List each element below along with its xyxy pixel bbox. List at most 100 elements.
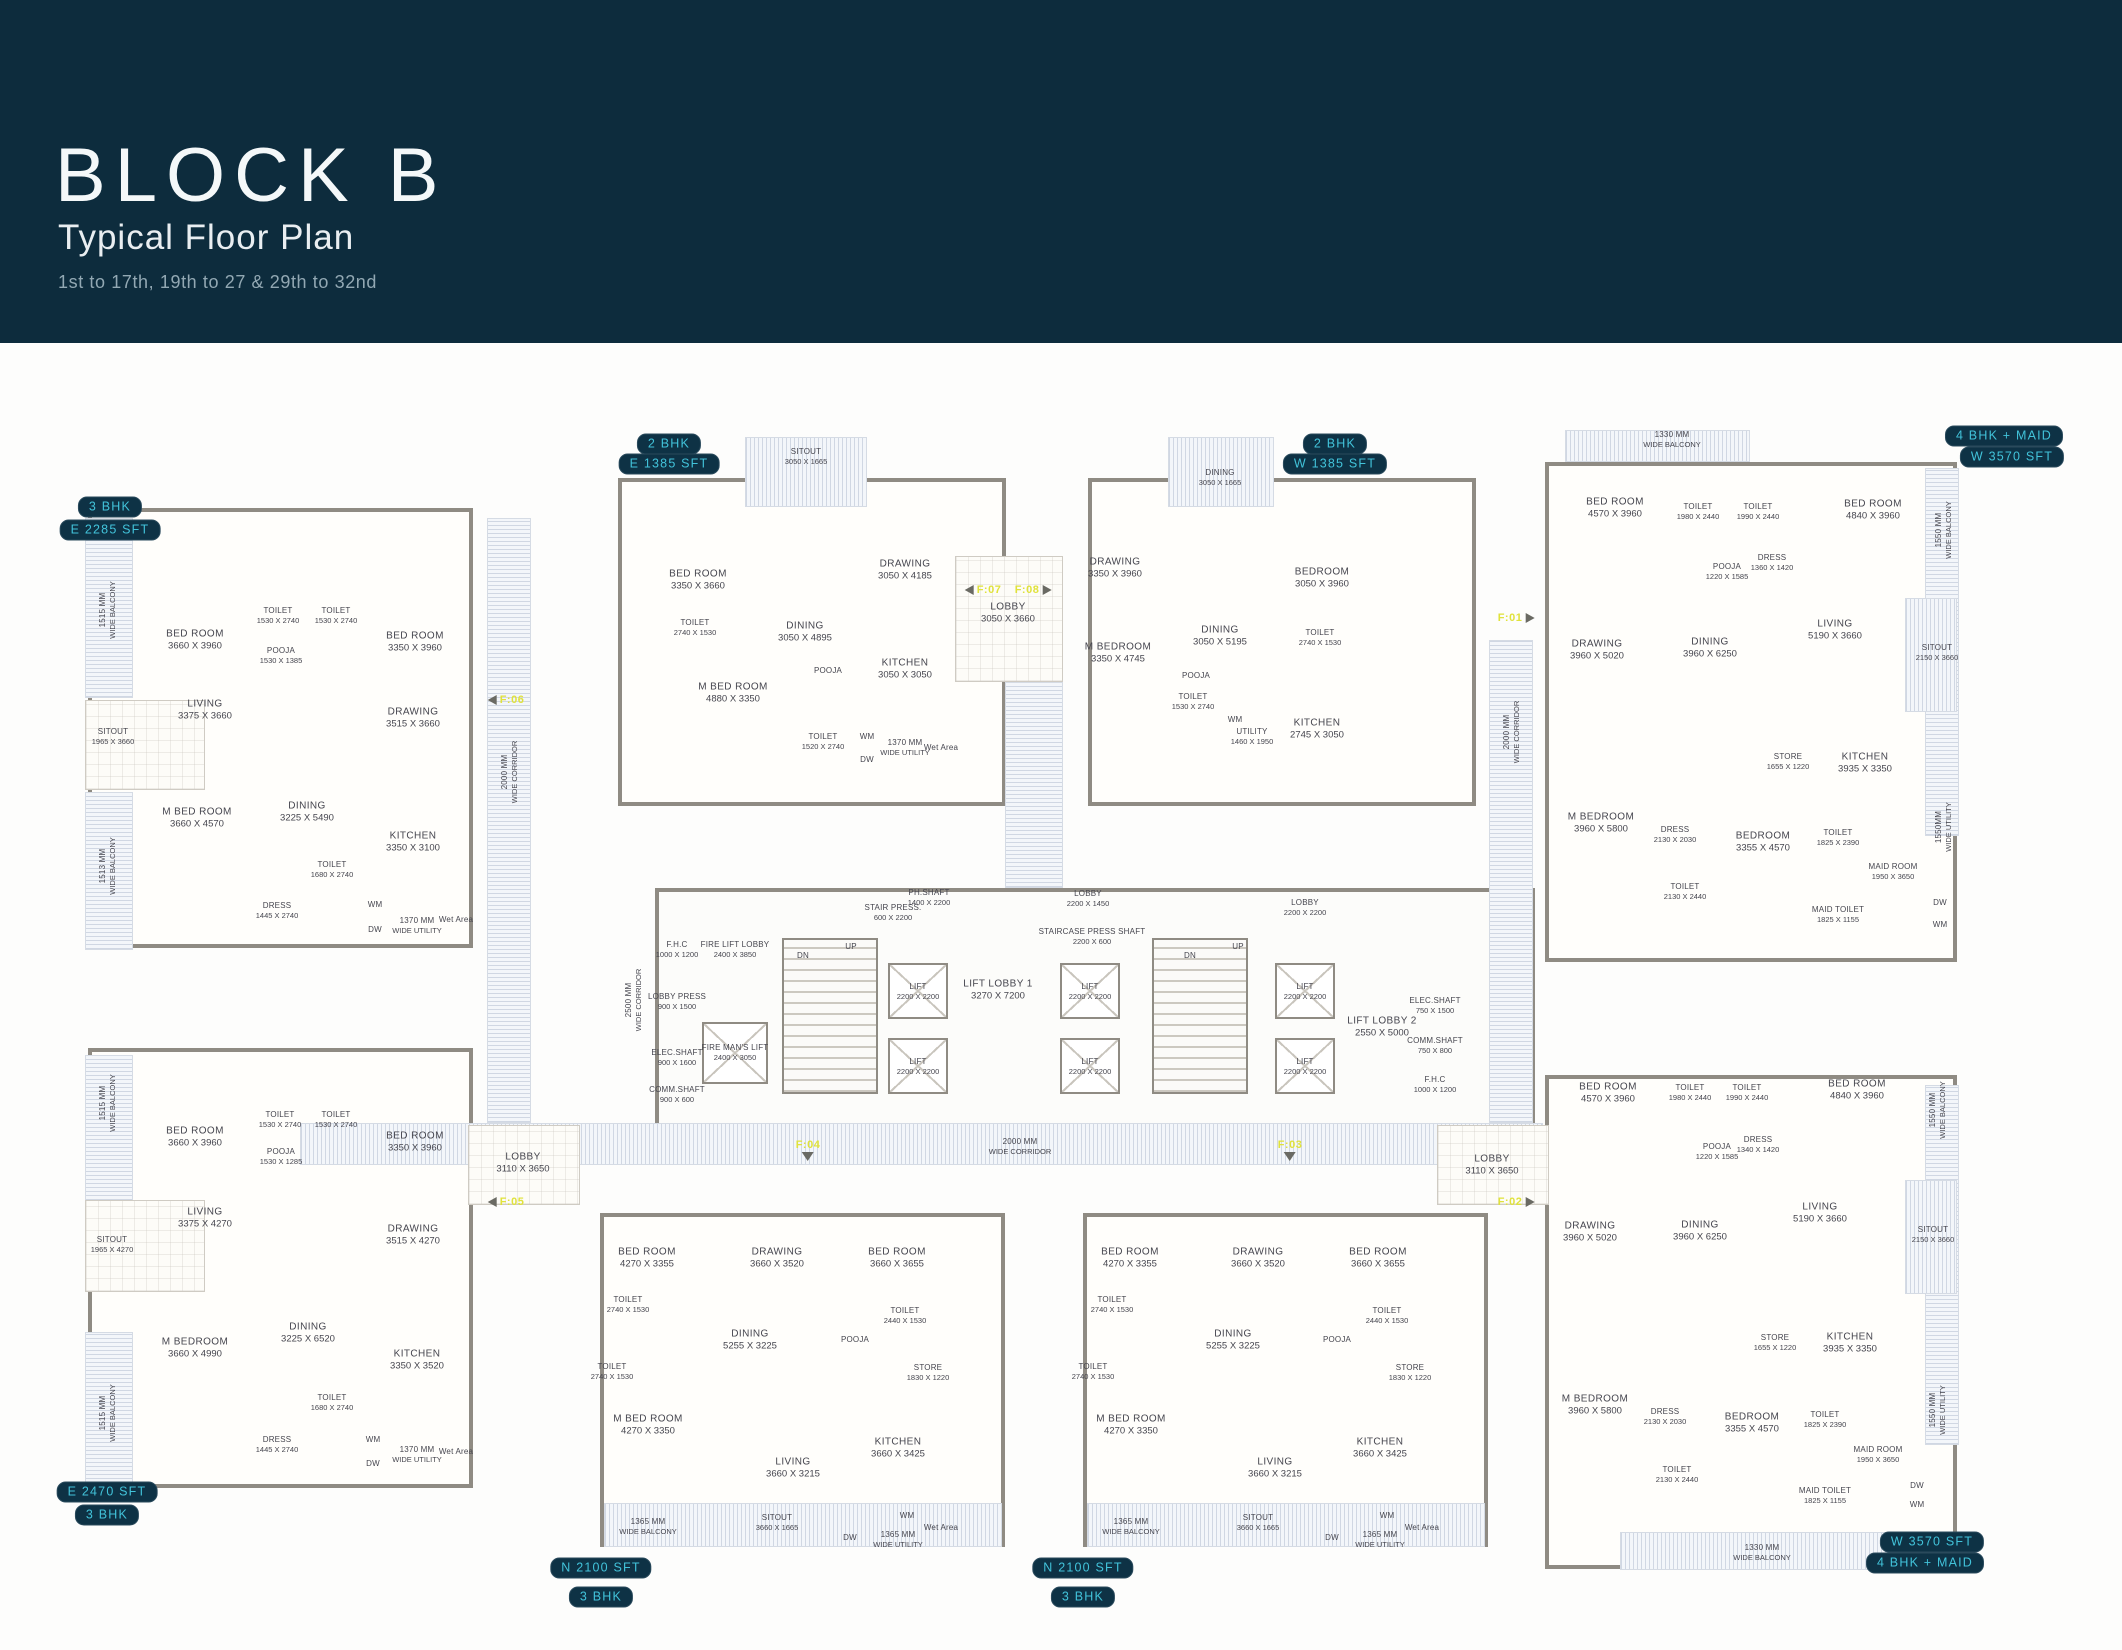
unit-type-badge: N 2100 SFT [1032,1557,1134,1579]
unit-outline [1545,1075,1957,1569]
room-label: DW [1325,1532,1339,1542]
room-label: POOJA [1181,670,1211,680]
floor-range: 1st to 17th, 19th to 27 & 29th to 32nd [58,272,378,292]
unit-type-badge: E 2285 SFT [59,519,161,541]
lift-shaft [702,1022,768,1084]
room-label: WM [859,731,875,741]
hatched-area [1005,682,1063,888]
unit-type-badge: 4 BHK + MAID [1865,1552,1985,1574]
staircase [1152,938,1248,1094]
flat-entry-marker: F:07 [964,584,1002,596]
room-label: Wet Area [438,914,474,924]
room-label: WM [1227,714,1243,724]
flat-number: F:02 [1497,1196,1523,1208]
lobby-area [85,700,205,790]
room-label: WM [367,899,383,909]
hatched-area [85,518,133,698]
flat-entry-marker: F:04 [796,1139,821,1161]
hatched-area [1905,598,1957,712]
staircase [782,938,878,1094]
unit-type-badge: E 1385 SFT [618,453,720,475]
flat-entry-marker: F:06 [487,694,525,706]
unit-outline [600,1213,1005,1547]
hatched-area [1087,1503,1485,1547]
unit-type-badge: 3 BHK [1050,1586,1116,1608]
room-label: Wet Area [923,742,959,752]
room-label: POOJA [813,665,843,675]
room-label: UP [845,941,857,951]
unit-type-badge: W 3570 SFT [1879,1531,1985,1553]
flat-entry-marker: F:03 [1278,1139,1303,1161]
unit-outline [1088,478,1476,806]
hatched-area [1905,1180,1957,1294]
entry-arrow-icon [1525,613,1535,623]
unit-outline [618,478,1006,806]
room-label: POOJA [840,1334,870,1344]
hatched-area [1168,437,1274,507]
room-label: DW [860,754,874,764]
room-label: WM [899,1510,915,1520]
block-title: BLOCK B [55,133,448,218]
room-label: UP [1232,941,1244,951]
flat-number: F:05 [499,1196,525,1208]
room-label: DN [1184,950,1196,960]
entry-arrow-icon [1042,585,1052,595]
unit-type-badge: 3 BHK [568,1586,634,1608]
room-label: WM [365,1434,381,1444]
flat-number: F:07 [976,584,1002,596]
unit-outline [1083,1213,1488,1547]
room-label: DW [366,1458,380,1468]
lift-shaft [888,1038,948,1094]
flat-number: F:04 [795,1139,821,1151]
